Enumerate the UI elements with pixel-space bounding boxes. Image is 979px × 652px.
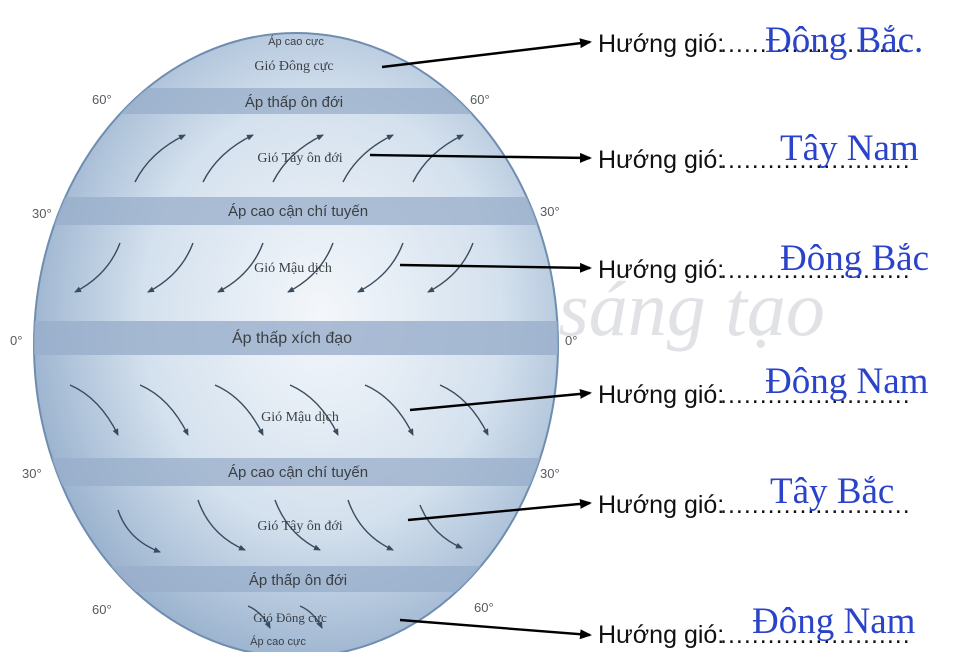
wind-arrow <box>364 384 414 436</box>
pointer-arrow-2 <box>369 152 592 163</box>
answer-dots: ........................ <box>720 491 911 519</box>
answer-prefix: Hướng gió: <box>598 30 724 58</box>
answer-prefix: Hướng gió: <box>598 146 724 174</box>
label-subpolar-low-bottom: Áp thấp ôn đới <box>249 572 347 589</box>
wind-arrow <box>289 384 339 436</box>
lat-0-right: 0° <box>565 333 577 348</box>
wind-arrow <box>272 134 324 183</box>
wind-arrows <box>69 134 489 629</box>
answer-prefix: Hướng gió: <box>598 256 724 284</box>
wind-arrow <box>347 499 394 551</box>
band-equatorial-low <box>34 321 558 355</box>
band-subtropical-high-top <box>34 197 558 225</box>
answer-prefix: Hướng gió: <box>598 381 724 409</box>
answer-dots: ........................ <box>720 621 911 649</box>
answer-2: Hướng gió: ........................ Tây … <box>598 128 919 174</box>
wind-arrow <box>299 605 323 629</box>
label-polar-high-top: Áp cao cực <box>268 35 324 48</box>
band-subtropical-high-bottom <box>34 458 558 486</box>
answer-value: Đông Nam <box>752 601 916 642</box>
label-trade-top: Gió Mậu dịch <box>254 261 332 276</box>
wind-arrow <box>139 384 189 436</box>
answer-dots: ........................ <box>720 30 911 58</box>
wind-arrow <box>74 242 121 293</box>
lat-60-bottom-left: 60° <box>92 602 112 617</box>
answer-value: Đông Nam <box>765 361 929 402</box>
label-trade-bottom: Gió Mậu dịch <box>261 410 339 425</box>
lat-30-bottom-left: 30° <box>22 466 42 481</box>
pointer-arrows <box>369 38 592 640</box>
lat-30-top-right: 30° <box>540 204 560 219</box>
answer-6: Hướng gió: ........................ Đông… <box>598 601 916 649</box>
wind-arrow <box>247 605 271 629</box>
wind-arrow <box>357 242 404 293</box>
pointer-arrow-5 <box>407 498 592 522</box>
wind-arrow <box>419 504 463 549</box>
pointer-arrow-1 <box>381 38 592 69</box>
label-equatorial-low: Áp thấp xích đạo <box>232 328 352 347</box>
answer-dots: ........................ <box>720 381 911 409</box>
answer-5: Hướng gió: ........................ Tây … <box>598 471 911 519</box>
answer-dots: ........................ <box>720 146 911 174</box>
wind-arrow <box>217 242 264 293</box>
pointer-arrow-4 <box>409 388 592 412</box>
answer-value: Đông Bắc <box>780 238 929 279</box>
wind-arrow <box>214 384 264 436</box>
lat-30-bottom-right: 30° <box>540 466 560 481</box>
label-westerlies-top: Gió Tây ôn đới <box>257 151 342 166</box>
label-westerlies-bottom: Gió Tây ôn đới <box>257 519 342 534</box>
answer-3: Hướng gió: ........................ Đông… <box>598 238 929 284</box>
label-subpolar-low-top: Áp thấp ôn đới <box>245 94 343 111</box>
label-subtropical-high-bottom: Áp cao cận chí tuyến <box>228 464 368 481</box>
answer-4: Hướng gió: ........................ Đông… <box>598 361 929 409</box>
answer-prefix: Hướng gió: <box>598 491 724 519</box>
answer-prefix: Hướng gió: <box>598 621 724 649</box>
wind-arrow <box>117 509 161 553</box>
pointer-arrow-3 <box>399 262 592 273</box>
wind-arrow <box>274 499 321 551</box>
lat-60-bottom-right: 60° <box>474 600 494 615</box>
lat-0-left: 0° <box>10 333 22 348</box>
wind-arrow <box>427 242 474 293</box>
pointer-arrow-6 <box>399 618 592 640</box>
wind-arrow <box>342 134 394 183</box>
answer-value: Tây Bắc <box>770 471 894 512</box>
wind-arrow <box>69 384 119 436</box>
answer-value: Đông Bắc. <box>765 20 923 61</box>
label-polar-east-top: Gió Đông cực <box>254 59 333 74</box>
wind-arrow <box>202 134 254 183</box>
label-polar-high-bottom: Áp cao cực <box>250 635 306 648</box>
answer-dots: ........................ <box>720 256 911 284</box>
wind-arrow <box>147 242 194 293</box>
label-polar-east-bottom: Gió Đông cực <box>253 610 327 625</box>
wind-arrow <box>134 134 186 183</box>
lat-60-top-right: 60° <box>470 92 490 107</box>
wind-arrow <box>197 499 246 551</box>
wind-arrow <box>287 242 334 293</box>
lat-60-top-left: 60° <box>92 92 112 107</box>
band-subpolar-low-bottom <box>34 566 558 592</box>
lat-30-top-left: 30° <box>32 206 52 221</box>
answer-value: Tây Nam <box>780 128 919 169</box>
label-subtropical-high-top: Áp cao cận chí tuyến <box>228 203 368 220</box>
answer-1: Hướng gió: ........................ Đông… <box>598 20 923 61</box>
